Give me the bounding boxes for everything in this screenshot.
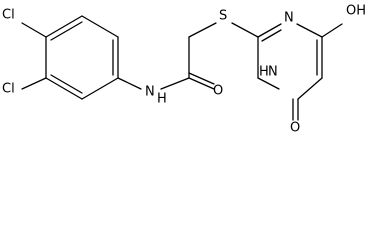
hydroxyl-label: OH bbox=[346, 4, 366, 19]
bond bbox=[160, 77, 190, 90]
ring-nh-h-label: H bbox=[259, 65, 269, 80]
bond bbox=[21, 77, 47, 90]
bond bbox=[50, 21, 83, 41]
structure-canvas: Cl Cl N H O S N H N OH O bbox=[2, 4, 366, 136]
bond bbox=[261, 29, 282, 42]
ring-o-label: O bbox=[290, 121, 300, 136]
molecule-structure: Cl Cl N H O S N H N OH O bbox=[2, 4, 366, 136]
bond bbox=[257, 77, 280, 90]
bond bbox=[117, 77, 142, 90]
sulfur-label: S bbox=[219, 9, 227, 24]
ring-nh-n-label: N bbox=[268, 65, 278, 80]
amide-n-label: N bbox=[145, 85, 155, 100]
bond bbox=[297, 77, 323, 100]
bond bbox=[45, 77, 83, 100]
bond bbox=[81, 77, 119, 100]
bond bbox=[296, 23, 323, 38]
amide-h-label: H bbox=[157, 92, 167, 107]
bond bbox=[231, 22, 259, 38]
ring-n-top-label: N bbox=[284, 11, 294, 26]
bond bbox=[45, 15, 83, 38]
dichlorophenyl-ring bbox=[45, 15, 119, 100]
chlorine-top-label: Cl bbox=[2, 8, 15, 23]
bond bbox=[257, 23, 282, 38]
bond bbox=[188, 77, 215, 90]
amide-o-label: O bbox=[213, 84, 223, 99]
chlorine-left-label: Cl bbox=[2, 82, 15, 97]
bond bbox=[321, 23, 343, 38]
bond bbox=[188, 22, 217, 38]
bond bbox=[81, 15, 119, 38]
bond bbox=[188, 72, 215, 85]
bond bbox=[50, 74, 83, 94]
pyrimidine-ring bbox=[257, 23, 323, 100]
bond bbox=[21, 22, 47, 38]
